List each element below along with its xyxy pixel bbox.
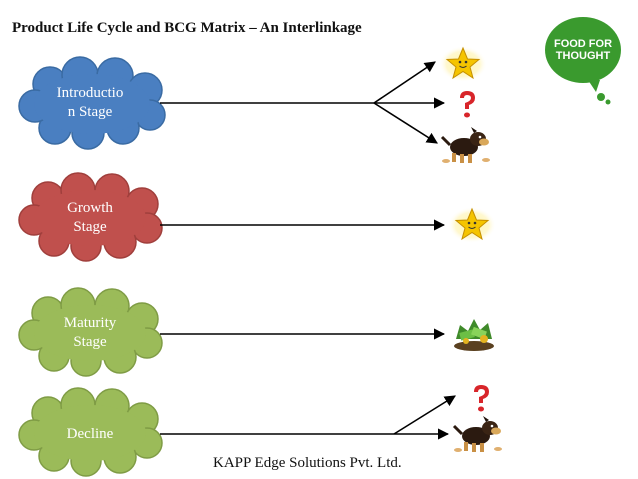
badge-label: FOOD FOR THOUGHT [553,38,613,62]
stage-label-growth: Growth Stage [67,200,113,235]
star-icon [438,45,488,83]
cloud-maturity-stage [18,287,163,377]
cloud-introduction-stage [18,56,166,150]
page-title: Product Life Cycle and BCG Matrix – An I… [12,20,362,36]
food-for-thought-badge [545,17,621,105]
connector-decline [160,395,456,440]
cash-cow-icon [454,319,494,351]
cloud-decline-stage [18,387,163,477]
footer-company: KAPP Edge Solutions Pvt. Ltd. [213,455,402,471]
dog-icon [452,414,504,454]
cloud-growth-stage [18,172,163,262]
star-icon [447,206,497,244]
stage-label-maturity: Maturity Stage [63,315,117,350]
stage-label-introduction: Introductio n Stage [56,85,124,120]
dog-icon [440,125,492,165]
question-mark-icon [460,91,475,118]
question-mark-icon [474,385,489,412]
stage-label-decline: Decline [66,426,114,442]
connector-introduction [160,61,446,144]
